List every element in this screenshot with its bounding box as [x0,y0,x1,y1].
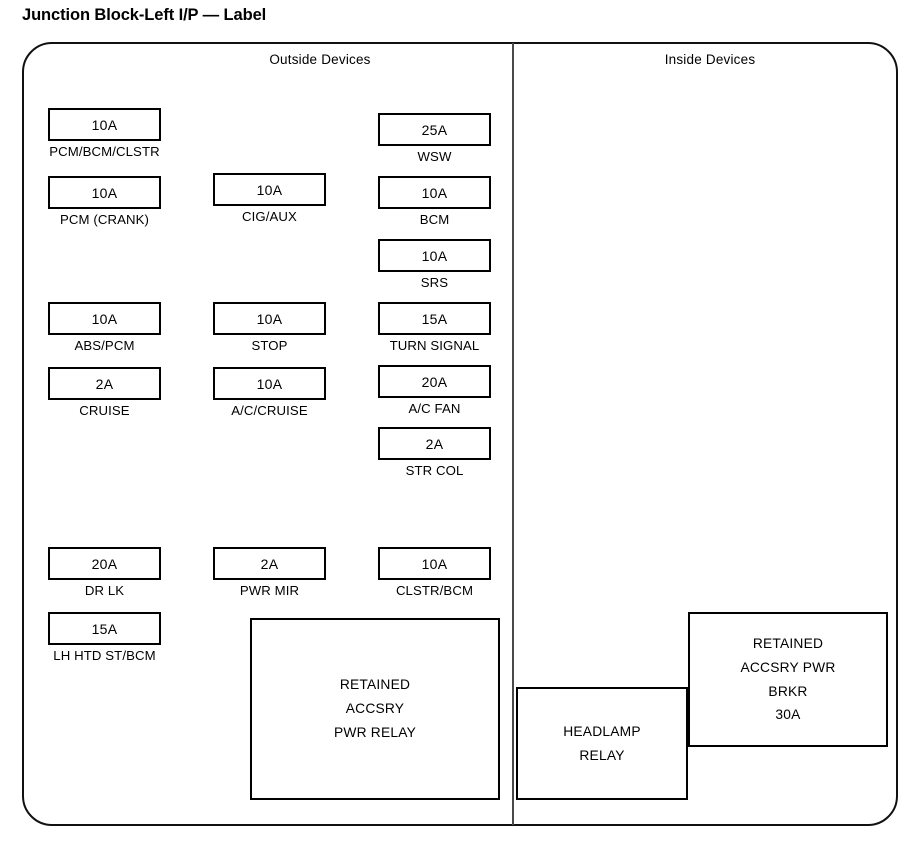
fuse-cell-lh-htd-st-bcm[interactable]: 15A LH HTD ST/BCM [48,612,161,663]
fuse-rating-bcm[interactable]: 10A [378,176,491,209]
fuse-rating-str-col[interactable]: 2A [378,427,491,460]
fuse-caption-turn-signal: TURN SIGNAL [389,338,480,353]
fuse-cell-bcm[interactable]: 10A BCM [378,176,491,227]
component-retained-accsry-pwr-brkr[interactable]: RETAINED ACCSRY PWR BRKR 30A [688,612,888,747]
fuse-caption-stop: STOP [251,338,288,353]
component-label-line: HEADLAMP [563,723,641,739]
fuse-caption-clstr-bcm: CLSTR/BCM [395,583,474,598]
page-title: Junction Block-Left I/P — Label [22,6,267,24]
component-label-line: ACCSRY PWR [740,659,836,675]
fuse-rating-pwr-mir[interactable]: 2A [213,547,326,580]
section-divider [512,43,514,825]
fuse-cell-wsw[interactable]: 25A WSW [378,113,491,164]
fuse-cell-a-c-fan[interactable]: 20A A/C FAN [378,365,491,416]
component-retained-accsry-pwr-relay[interactable]: RETAINED ACCSRY PWR RELAY [250,618,500,800]
fuse-rating-cruise[interactable]: 2A [48,367,161,400]
fuse-cell-turn-signal[interactable]: 15A TURN SIGNAL [378,302,491,353]
fuse-rating-pcm-crank[interactable]: 10A [48,176,161,209]
component-label-line: 30A [775,707,801,723]
fuse-caption-wsw: WSW [417,149,452,164]
fuse-rating-wsw[interactable]: 25A [378,113,491,146]
fuse-rating-turn-signal[interactable]: 15A [378,302,491,335]
fuse-caption-str-col: STR COL [405,463,464,478]
component-label-line: RELAY [579,747,625,763]
fuse-caption-pcm-bcm-clstr: PCM/BCM/CLSTR [49,144,160,159]
fuse-rating-abs-pcm[interactable]: 10A [48,302,161,335]
fuse-cell-stop[interactable]: 10A STOP [213,302,326,353]
fuse-cell-dr-lk[interactable]: 20A DR LK [48,547,161,598]
fuse-caption-a-c-fan: A/C FAN [408,401,461,416]
fuse-cell-pwr-mir[interactable]: 2A PWR MIR [213,547,326,598]
fuse-caption-cig-aux: CIG/AUX [242,209,297,224]
fuse-cell-pcm-crank[interactable]: 10A PCM (CRANK) [48,176,161,227]
fuse-rating-a-c-fan[interactable]: 20A [378,365,491,398]
component-label-line: ACCSRY [345,701,405,717]
fuse-caption-dr-lk: DR LK [84,583,125,598]
component-label-line: BRKR [768,683,808,699]
component-label-line: PWR RELAY [333,724,417,740]
fuse-cell-cig-aux[interactable]: 10A CIG/AUX [213,173,326,224]
fuse-rating-cig-aux[interactable]: 10A [213,173,326,206]
fuse-caption-pwr-mir: PWR MIR [239,583,300,598]
fuse-cell-str-col[interactable]: 2A STR COL [378,427,491,478]
fuse-cell-pcm-bcm-clstr[interactable]: 10A PCM/BCM/CLSTR [48,108,161,159]
fuse-cell-a-c-cruise[interactable]: 10A A/C/CRUISE [213,367,326,418]
fuse-rating-stop[interactable]: 10A [213,302,326,335]
fuse-cell-clstr-bcm[interactable]: 10A CLSTR/BCM [378,547,491,598]
fuse-caption-a-c-cruise: A/C/CRUISE [231,403,308,418]
fuse-caption-lh-htd-st-bcm: LH HTD ST/BCM [53,648,156,663]
fuse-rating-pcm-bcm-clstr[interactable]: 10A [48,108,161,141]
fuse-cell-srs[interactable]: 10A SRS [378,239,491,290]
fuse-caption-bcm: BCM [419,212,450,227]
component-headlamp-relay[interactable]: HEADLAMP RELAY [516,687,688,800]
section-header-outside-devices: Outside Devices [269,52,371,67]
section-header-inside-devices: Inside Devices [664,52,756,67]
component-label-line: RETAINED [752,636,824,652]
fuse-caption-cruise: CRUISE [79,403,130,418]
fuse-rating-clstr-bcm[interactable]: 10A [378,547,491,580]
fuse-caption-abs-pcm: ABS/PCM [74,338,135,353]
fuse-rating-lh-htd-st-bcm[interactable]: 15A [48,612,161,645]
fuse-caption-pcm-crank: PCM (CRANK) [59,212,149,227]
fuse-rating-a-c-cruise[interactable]: 10A [213,367,326,400]
fuse-caption-srs: SRS [420,275,449,290]
fuse-cell-cruise[interactable]: 2A CRUISE [48,367,161,418]
fuse-rating-srs[interactable]: 10A [378,239,491,272]
component-label-line: RETAINED [339,677,411,693]
fuse-rating-dr-lk[interactable]: 20A [48,547,161,580]
fuse-cell-abs-pcm[interactable]: 10A ABS/PCM [48,302,161,353]
